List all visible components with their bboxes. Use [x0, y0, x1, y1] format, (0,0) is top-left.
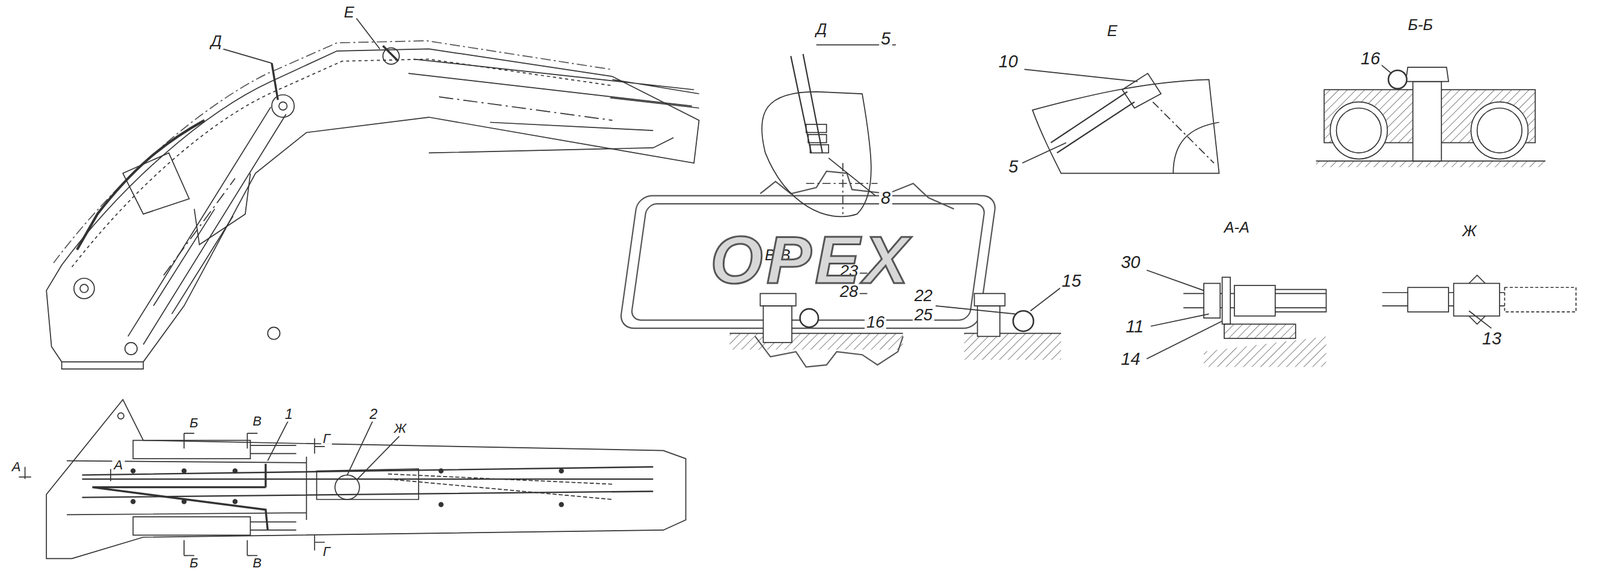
callout-label: 5 [879, 29, 893, 48]
callout-label: Д [814, 20, 829, 37]
callout-label: 11 [1123, 317, 1146, 336]
watermark-frame [619, 171, 997, 368]
callout-label: Б [187, 416, 200, 431]
detail-view-zh [1382, 275, 1576, 329]
callout-label: 16 [1358, 49, 1382, 68]
callout-label: Б [187, 556, 200, 571]
callout-label: 13 [1480, 329, 1504, 348]
callout-label: Е [1105, 22, 1119, 40]
callout-label: Ж [392, 421, 408, 436]
callout-label: 10 [996, 52, 1020, 71]
watermark: OPEX [708, 224, 914, 296]
section-view-bb [1316, 63, 1546, 168]
callout-label: 8 [879, 188, 893, 207]
detail-view-e [1022, 69, 1219, 174]
callout-label: Е [342, 4, 356, 21]
callout-label: 30 [1118, 253, 1142, 272]
callout-label: 16 [864, 313, 887, 332]
callout-label: Б-Б [1406, 16, 1436, 33]
callout-label: 2 [367, 407, 380, 423]
callout-label: 5 [1006, 156, 1020, 175]
section-view-aa [1146, 269, 1326, 367]
callout-label: Д [209, 33, 224, 50]
detail-view-d [761, 45, 896, 218]
callout-label: А-А [1222, 219, 1252, 236]
boom-plan-view [18, 399, 686, 560]
callout-label: А [10, 460, 23, 475]
boom-side-view [46, 18, 699, 370]
callout-label: 25 [912, 306, 935, 325]
callout-label: 15 [1060, 271, 1083, 290]
callout-label: В [250, 414, 264, 429]
callout-label: Г [321, 545, 332, 560]
callout-label: 22 [912, 287, 935, 305]
callout-label: 14 [1118, 349, 1142, 368]
callout-label: Г [321, 431, 332, 446]
callout-label: В [250, 556, 264, 571]
callout-label: 1 [283, 407, 295, 423]
callout-label: А [112, 458, 126, 473]
callout-label: Ж [1460, 222, 1478, 239]
